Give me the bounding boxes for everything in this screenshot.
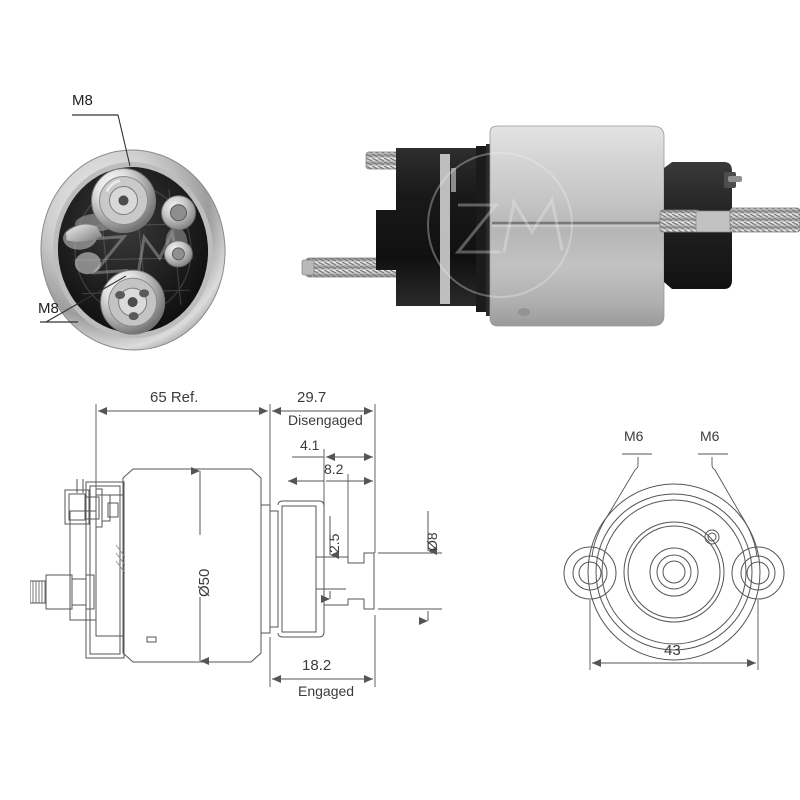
m6-label-left: M6 <box>624 428 644 444</box>
m6-leader-lines <box>591 453 758 558</box>
locating-pin <box>704 529 720 545</box>
side-view-photo-group <box>300 110 800 340</box>
m6-label-right: M6 <box>700 428 720 444</box>
solenoid-end-drawing <box>563 453 785 670</box>
plunger-shaft <box>659 207 800 233</box>
dim-29-7: 29.7 <box>297 389 327 406</box>
solenoid-side-photo <box>301 125 800 327</box>
end-drawing-group: M6 M6 43 <box>560 420 790 710</box>
small-terminal-lower <box>163 240 193 268</box>
dim-d50: Ø50 <box>196 568 213 597</box>
zm-watermark <box>427 152 573 298</box>
connector-strap <box>65 223 103 243</box>
lower-terminal-thread <box>30 580 47 604</box>
plunger-rod-tip <box>323 552 375 610</box>
dim-d8: Ø8 <box>424 532 440 551</box>
outer-profile <box>587 483 761 661</box>
dim-4-1: 4.1 <box>300 437 320 453</box>
small-terminal-upper <box>161 195 197 231</box>
section-drawing-group: 65 Ref. 29.7 Disengaged 4.1 8.2 2.5 Ø8 Ø… <box>30 385 550 715</box>
m8-label-bottom: M8 <box>38 300 59 317</box>
m8-terminal-bottom <box>100 269 166 335</box>
left-mounting-ear <box>563 546 617 600</box>
m8-label-top: M8 <box>72 92 93 109</box>
right-mounting-ear <box>731 546 785 600</box>
m8-terminal-top <box>91 168 157 234</box>
solenoid-front-photo <box>40 114 226 351</box>
solenoid-section-drawing <box>30 404 442 687</box>
dim-engaged-note: Engaged <box>298 683 355 699</box>
dim-2-5: 2.5 <box>326 533 342 553</box>
body-cylinder-outline <box>122 468 262 663</box>
dim-disengaged-note: Disengaged <box>288 412 363 428</box>
upper-terminal-nut <box>64 489 90 525</box>
dim-65-ref: 65 Ref. <box>150 389 199 406</box>
front-view-photo-group: M8 M8 <box>0 60 270 360</box>
terminal-housing <box>376 148 486 306</box>
lower-terminal-nut <box>45 574 73 610</box>
dim-43: 43 <box>664 642 681 659</box>
dim-8-2: 8.2 <box>324 461 344 477</box>
body-mark <box>146 636 157 643</box>
dim-18-2: 18.2 <box>302 657 332 674</box>
